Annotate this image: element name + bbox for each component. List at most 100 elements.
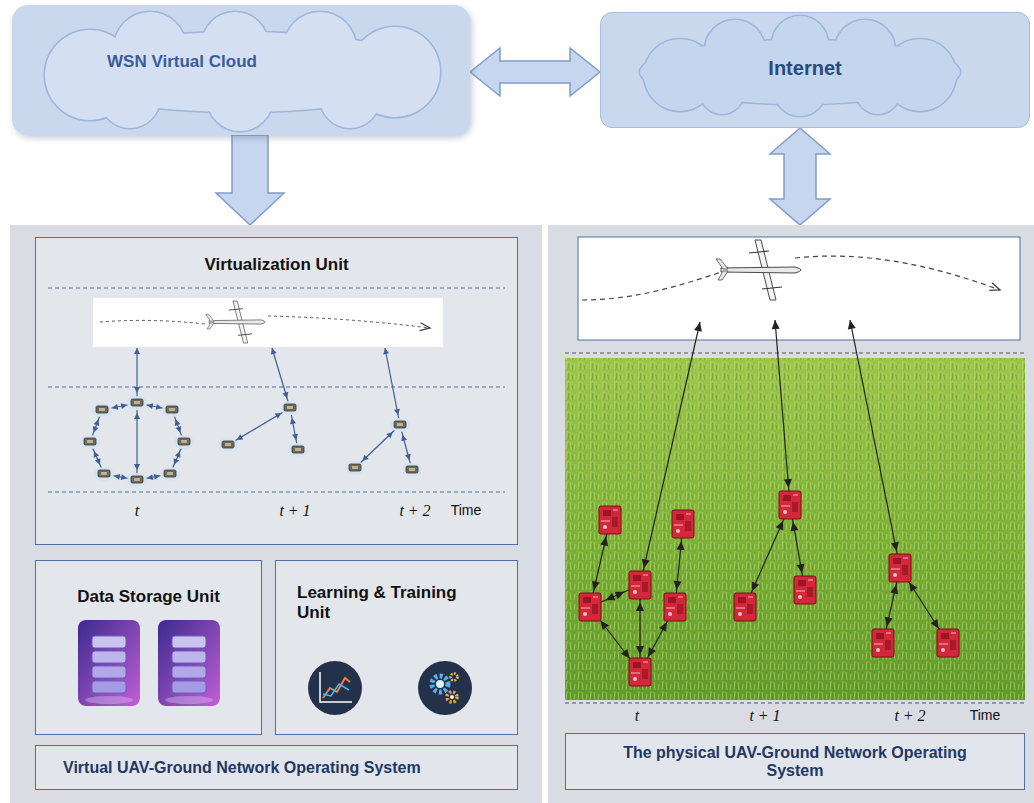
sensor-link <box>90 403 412 480</box>
sensor-node <box>599 506 621 534</box>
axis-label: Time <box>945 707 1025 723</box>
unit-box: Virtualization Unit <box>35 237 518 545</box>
sensor-node <box>872 629 894 657</box>
database-icon <box>78 620 140 706</box>
sensor-node <box>80 435 100 449</box>
node-label: Internet <box>768 57 841 80</box>
sensor-node <box>664 593 686 621</box>
time-lane <box>565 353 1025 354</box>
label-anchor: t + 1 <box>725 707 805 725</box>
time-step: t <box>597 707 677 725</box>
cloud-shape <box>45 12 440 131</box>
cloud-shape <box>640 40 960 104</box>
label-anchor: t <box>597 707 677 725</box>
sensor-node <box>94 467 114 481</box>
node-label: Virtual UAV-Ground Network Operating Sys… <box>35 745 518 790</box>
gear-icon <box>432 676 448 692</box>
database-icon <box>158 620 220 706</box>
sensor-node <box>174 435 194 449</box>
sensor-node <box>734 593 756 621</box>
chart-icon <box>308 661 362 715</box>
sensor-node <box>779 491 801 519</box>
sensor-node <box>402 463 422 477</box>
grass-field <box>565 358 1025 700</box>
uav-link <box>272 348 290 408</box>
uav-trajectory <box>795 256 1000 290</box>
uav-trajectory <box>582 270 728 300</box>
block-arrow <box>470 48 600 96</box>
uav-trajectory <box>582 256 1000 300</box>
uav-link <box>640 320 900 585</box>
sensor-node <box>390 418 410 432</box>
sensor-node <box>162 403 182 417</box>
sensor-link <box>590 505 948 672</box>
gear-icon <box>436 680 444 688</box>
uav-trajectory <box>268 316 430 328</box>
block-arrow <box>770 128 830 225</box>
sensor-link <box>136 403 137 480</box>
time-lane <box>48 492 505 493</box>
label-anchor: t <box>97 502 177 520</box>
cloud-shape <box>45 12 440 131</box>
uav-link <box>385 348 400 425</box>
uav-link <box>137 348 400 425</box>
cloud-shape <box>640 16 960 116</box>
sensor-node <box>937 629 959 657</box>
gear-icon <box>418 661 472 715</box>
sensor-node <box>280 401 300 415</box>
cloud-shape <box>640 40 960 104</box>
uav-link <box>775 320 790 505</box>
sensor-link <box>228 408 290 445</box>
time-step: t + 1 <box>255 502 335 520</box>
label-anchor: t + 2 <box>375 502 455 520</box>
sensor-node <box>127 396 147 410</box>
cloud-shape <box>640 16 960 116</box>
time-lane <box>48 288 505 492</box>
time-lane <box>48 288 505 289</box>
sensor-node <box>629 571 651 599</box>
time-lane <box>565 353 1025 703</box>
sensor-link <box>355 425 400 468</box>
label-anchor: t + 1 <box>255 502 335 520</box>
sensor-node <box>579 491 959 686</box>
grass-texture <box>565 358 1025 700</box>
node-label: The physical UAV-Ground Network Operatin… <box>565 733 1025 790</box>
unit-box: Data Storage Unit <box>35 560 262 735</box>
chart-icon <box>308 661 362 715</box>
uav-link <box>640 322 700 585</box>
uav-strip <box>93 298 443 347</box>
chart-icon <box>323 678 350 698</box>
sensor-node <box>579 593 601 621</box>
gear-icon <box>418 661 472 715</box>
block-arrow <box>216 135 284 225</box>
sensor-node <box>629 658 651 686</box>
uav-icon <box>206 301 266 343</box>
gear-icon <box>447 692 457 702</box>
cloud-shape <box>50 32 430 112</box>
node-label: WSN Virtual Cloud <box>107 52 257 72</box>
uav-trajectory <box>100 320 205 324</box>
unit-box: Learning & Training Unit <box>275 560 518 735</box>
label-anchor: Time <box>945 707 1025 723</box>
chart-icon <box>323 684 349 696</box>
sensor-node <box>80 396 422 487</box>
gear-icon <box>450 695 454 699</box>
sensor-node <box>794 576 816 604</box>
cloud-shape <box>640 16 960 116</box>
uav-link <box>850 320 900 568</box>
sensor-node <box>889 554 911 582</box>
sensor-node <box>672 510 694 538</box>
cloud-shape <box>45 12 440 131</box>
cloud-shape <box>50 32 430 112</box>
sensor-node <box>218 438 238 452</box>
sensor-node <box>288 443 308 457</box>
uav-strip <box>578 237 1020 340</box>
time-lane <box>565 703 1025 704</box>
time-step: t + 2 <box>870 707 950 725</box>
time-step: t <box>97 502 177 520</box>
node-label: Learning & Training Unit <box>297 583 482 623</box>
uav-link <box>136 348 137 403</box>
sensor-node <box>127 473 147 487</box>
